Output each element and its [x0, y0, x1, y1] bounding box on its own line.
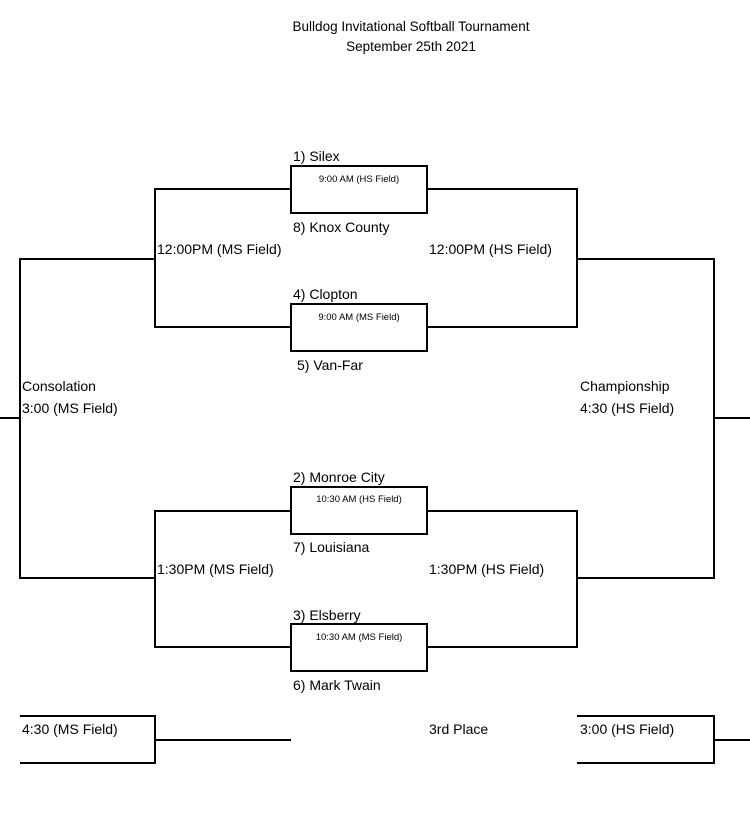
placement-right-time: 3:00 (HS Field) [580, 721, 675, 737]
team-seed-5: 5) Van-Far [297, 357, 363, 373]
game-4-time: 10:30 AM (MS Field) [315, 632, 403, 643]
consolation-label: Consolation [22, 378, 96, 394]
third-place-label: 3rd Place [429, 721, 489, 737]
second-round-top-right-time: 12:00PM (HS Field) [429, 241, 552, 257]
bracket-left-top [154, 188, 291, 328]
consolation-time: 3:00 (MS Field) [22, 400, 118, 416]
bracket-consolation [19, 258, 155, 579]
bracket-right-top [427, 188, 578, 328]
placement-left-time: 4:30 (MS Field) [22, 721, 118, 737]
tournament-title: Bulldog Invitational Softball Tournament [292, 19, 530, 34]
game-2-time: 9:00 AM (MS Field) [318, 312, 400, 323]
bracket-left-bottom [154, 510, 291, 648]
team-seed-6: 6) Mark Twain [293, 677, 381, 693]
second-round-top-left-time: 12:00PM (MS Field) [157, 241, 282, 257]
second-round-bottom-left-time: 1:30PM (MS Field) [157, 561, 274, 577]
team-seed-4: 4) Clopton [293, 286, 358, 302]
second-round-bottom-right-time: 1:30PM (HS Field) [429, 561, 545, 577]
bracket-right-bottom [427, 510, 578, 648]
bracket-championship [577, 258, 715, 579]
team-seed-3: 3) Elsberry [293, 607, 361, 623]
team-seed-2: 2) Monroe City [293, 469, 385, 485]
team-seed-1: 1) Silex [293, 148, 340, 164]
tournament-date: September 25th 2021 [346, 39, 476, 54]
championship-time: 4:30 (HS Field) [580, 400, 675, 416]
championship-label: Championship [580, 378, 670, 394]
team-seed-7: 7) Louisiana [293, 539, 370, 555]
game-3-time: 10:30 AM (HS Field) [316, 494, 402, 505]
team-seed-8: 8) Knox County [293, 219, 390, 235]
game-1-time: 9:00 AM (HS Field) [318, 174, 400, 185]
